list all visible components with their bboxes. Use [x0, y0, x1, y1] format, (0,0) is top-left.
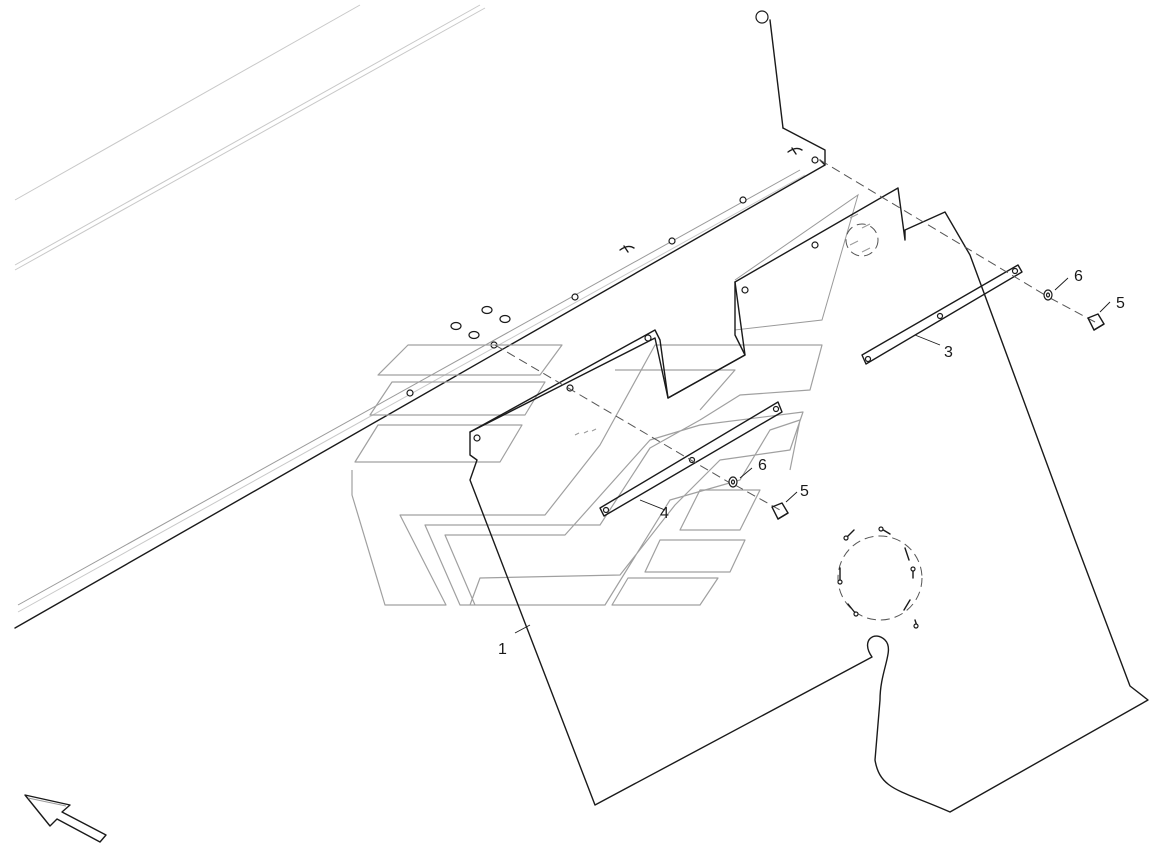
callout-6-lower: 6: [758, 457, 767, 474]
assembly-lines: [494, 159, 1096, 511]
bolt-part-5: [771, 313, 1105, 520]
callout-3: 3: [944, 344, 953, 361]
upper-plate: [469, 187, 1149, 813]
orientation-arrow-icon: [24, 794, 107, 843]
clip-icon: [619, 245, 635, 253]
decal-artwork: [351, 344, 823, 606]
strip-part-4: [599, 401, 783, 517]
top-bolt-icon: [755, 10, 769, 24]
callout-1: 1: [498, 641, 507, 658]
washer-part-6: [728, 289, 1053, 488]
leader-lines: [514, 277, 1111, 634]
panel-part-1: [469, 213, 871, 442]
callout-6-upper: 6: [1074, 268, 1083, 285]
callout-5-lower: 5: [800, 483, 809, 500]
clip-icon: [787, 147, 803, 155]
frame-beam: [14, 4, 826, 629]
callout-4: 4: [660, 505, 669, 522]
strip-part-3: [861, 264, 1023, 365]
callout-5-upper: 5: [1116, 295, 1125, 312]
bolt-hole-pattern: [837, 223, 923, 629]
